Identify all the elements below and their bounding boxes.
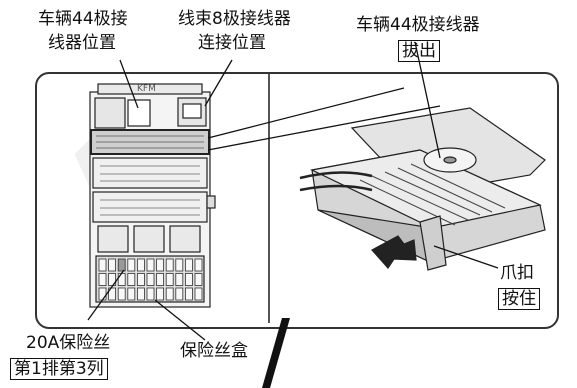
fuse-slot	[165, 287, 174, 301]
label-fuse-20a: 20A保险丝	[26, 333, 111, 353]
fuse-slot	[127, 258, 136, 272]
fuse-grid	[98, 258, 203, 301]
fuse-slot	[194, 258, 203, 272]
fuse-slot	[117, 258, 126, 272]
fuse-slot	[136, 287, 145, 301]
fuse-slot	[146, 273, 155, 286]
fuse-slot	[127, 287, 136, 301]
label-fuse-position: 第1排第3列	[10, 358, 108, 380]
fuse-slot	[146, 258, 155, 272]
fuse-slot	[175, 273, 184, 286]
fuse-slot	[98, 287, 107, 301]
panel-divider	[268, 74, 270, 323]
fuse-slot	[117, 287, 126, 301]
label-connector-position-line2: 线器位置	[48, 33, 116, 53]
fuse-slot	[156, 287, 165, 301]
fuse-slot	[156, 273, 165, 286]
label-harness-connection-line1: 线束8极接线器	[178, 9, 291, 29]
fuse-slot	[108, 258, 116, 272]
slash-mark	[262, 318, 290, 388]
label-pull-out-box: 拔出	[398, 40, 440, 62]
label-connector-position-line1: 车辆44极接	[38, 9, 128, 29]
fuse-slot	[194, 273, 203, 286]
label-press-box: 按住	[498, 288, 540, 310]
fuse-slot	[136, 273, 145, 286]
fuse-slot	[156, 258, 165, 272]
leader-lines	[87, 41, 499, 341]
label-fuse-box: 保险丝盒	[180, 341, 248, 361]
fuse-slot	[108, 287, 116, 301]
fuse-slot	[98, 273, 107, 286]
fuse-slot	[146, 287, 155, 301]
fuse-slot	[98, 258, 107, 272]
fuse-slot	[127, 273, 136, 286]
fuse-slot	[184, 258, 193, 272]
fuse-slot	[136, 258, 145, 272]
label-press: 按住	[498, 288, 540, 310]
label-harness-connection-line2: 连接位置	[198, 33, 266, 53]
fuse-slot	[165, 273, 174, 286]
connector-illustration	[299, 107, 546, 271]
label-fuse-position-box: 第1排第3列	[10, 358, 108, 380]
fuse-slot	[194, 287, 203, 301]
label-claw: 爪扣	[500, 263, 534, 283]
fuse-slot	[165, 258, 174, 272]
fuse-slot	[184, 273, 193, 286]
fuse-slot	[184, 287, 193, 301]
label-pull-out: 拔出	[398, 40, 440, 62]
label-connector-44pin: 车辆44极接线器	[356, 15, 480, 35]
fuse-slot	[175, 258, 184, 272]
fuse-slot	[117, 273, 126, 286]
fuse-slot	[175, 287, 184, 301]
svg-text:KFM: KFM	[137, 84, 156, 94]
